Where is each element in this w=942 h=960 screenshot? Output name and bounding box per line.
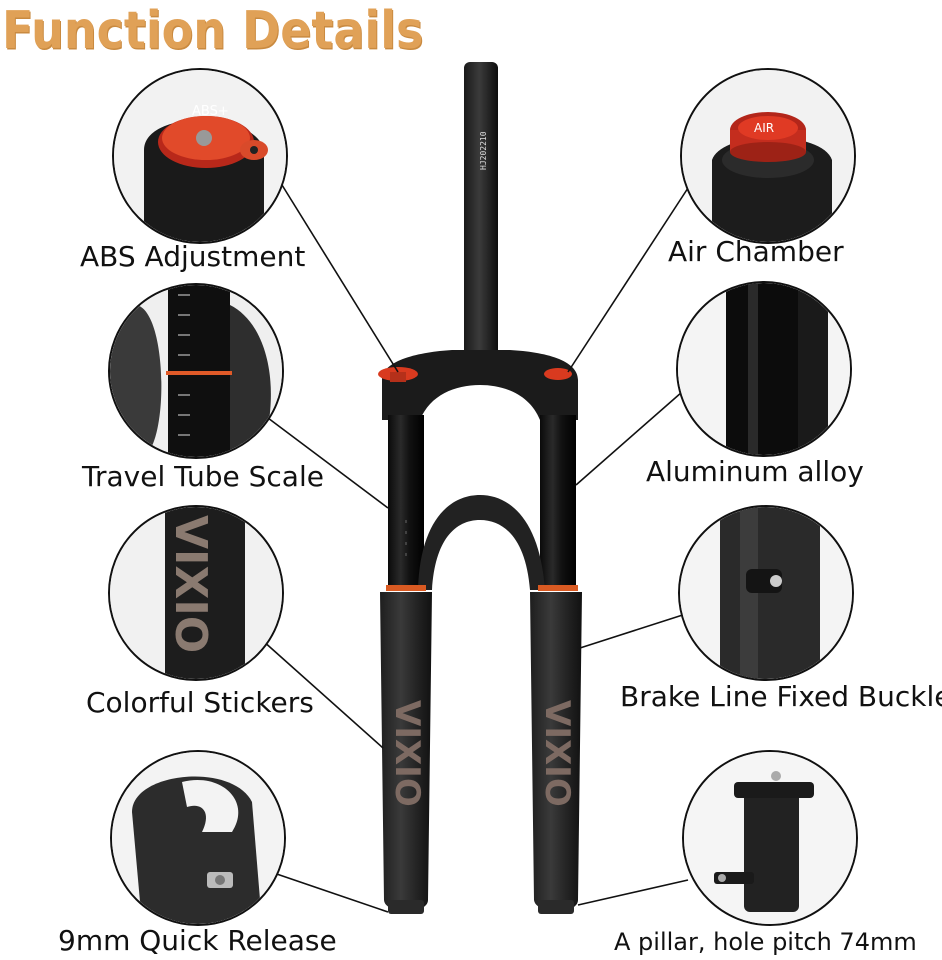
left-lower-leg	[380, 592, 432, 912]
abs-adjustment-inset: ABS+	[112, 68, 288, 244]
leader-lines	[261, 184, 693, 913]
pillar-inset	[682, 750, 858, 926]
steerer-tube	[464, 62, 498, 362]
brake-line-buckle-inset	[678, 505, 854, 681]
label-aluminum-alloy: Aluminum alloy	[646, 455, 864, 488]
left-brand-text: VIXIO	[387, 700, 427, 807]
steerer-code: HJ202210	[479, 131, 488, 170]
air-cap	[544, 368, 572, 380]
svg-text:ABS+: ABS+	[192, 104, 229, 119]
svg-text:VIXIO: VIXIO	[165, 515, 216, 653]
label-colorful-stickers: Colorful Stickers	[86, 686, 314, 719]
right-stanchion	[540, 415, 576, 590]
label-travel-tube-scale: Travel Tube Scale	[82, 460, 324, 493]
left-stanchion	[388, 415, 424, 590]
label-pillar: A pillar, hole pitch 74mm	[614, 928, 917, 956]
quick-release-inset	[110, 750, 286, 926]
right-brand-text: VIXIO	[537, 700, 577, 807]
label-abs-adjustment: ABS Adjustment	[80, 240, 306, 273]
right-lower-leg	[530, 592, 582, 912]
colorful-stickers-inset: VIXIO	[108, 505, 284, 681]
label-brake-line-buckle: Brake Line Fixed Buckle	[620, 680, 942, 713]
label-quick-release: 9mm Quick Release	[58, 924, 337, 957]
fork-crown	[382, 350, 578, 420]
aluminum-alloy-inset	[676, 281, 852, 457]
svg-text:AIR: AIR	[754, 121, 774, 135]
air-chamber-inset: AIR	[680, 68, 856, 244]
fork-arch	[418, 495, 545, 590]
page-title: Function Details	[2, 0, 424, 61]
label-air-chamber: Air Chamber	[668, 235, 844, 268]
travel-tube-scale-inset	[108, 283, 284, 459]
